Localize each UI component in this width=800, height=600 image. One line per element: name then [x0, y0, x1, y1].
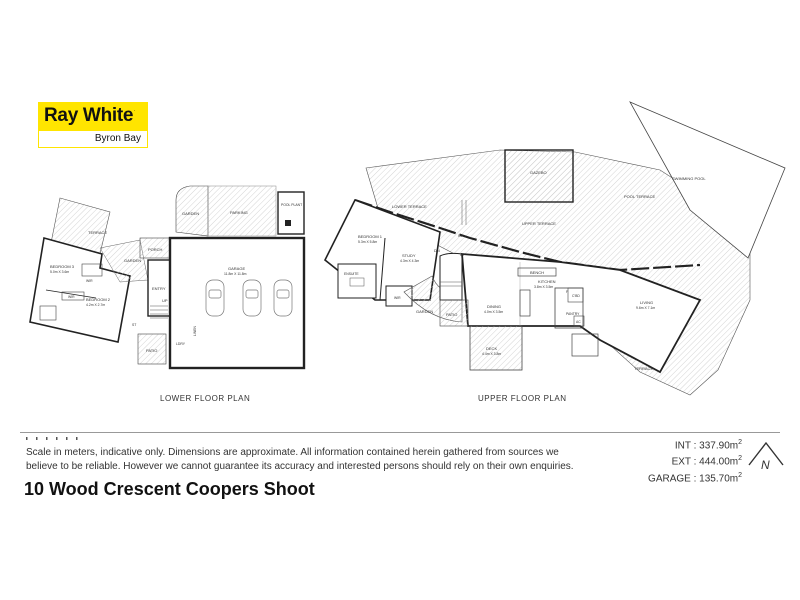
label-study-size: 4.3m X 4.3m — [400, 259, 419, 263]
label-pool-terrace: POOL TERRACE — [624, 194, 655, 199]
area-garage: GARAGE : 135.70m2 — [648, 471, 742, 484]
brand-office: Byron Bay — [94, 133, 141, 144]
label-bedroom3: BEDROOM 3 — [50, 264, 75, 269]
label-lower-wir-a: WIR — [86, 279, 93, 283]
label-deck-size: 4.4m X 3.8m — [482, 352, 501, 356]
label-upper-terrace: UPPER TERRACE — [522, 221, 556, 226]
logo-banner: Ray White . — [38, 102, 148, 130]
label-upper-up1: UP — [458, 233, 464, 238]
label-swimming-pool: SWIMMING POOL — [672, 176, 706, 181]
garage-cars — [205, 279, 293, 317]
disclaimer-line1: Scale in meters, indicative only. Dimens… — [26, 447, 559, 458]
ensuite-room — [337, 263, 377, 299]
label-garage-size: 11.8m X 11.8m — [224, 272, 247, 276]
label-upper-dn: DN — [434, 248, 440, 253]
lower-floor-plan — [29, 185, 306, 370]
label-bedroom3-size: 5.0m X 3.6m — [50, 270, 69, 274]
bench — [517, 267, 557, 277]
upper-floor-caption: UPPER FLOOR PLAN — [478, 394, 567, 403]
label-dining: DINING — [487, 304, 501, 309]
logo-office-strip: Byron Bay — [38, 130, 148, 148]
pool-plant-room — [277, 191, 305, 235]
label-porch: PORCH — [148, 247, 163, 252]
brand-reg-mark: . — [134, 107, 136, 113]
label-pool-plant: POOL PLANT — [281, 203, 302, 207]
property-address: 10 Wood Crescent Coopers Shoot — [24, 479, 315, 499]
label-dining-size: 4.0m X 3.5m — [484, 310, 503, 314]
label-ac: AC — [576, 320, 581, 324]
label-bedroom2-size: 4.2m X 2.7m — [86, 303, 105, 307]
label-lower-terrace-upper: LOWER TERRACE — [392, 204, 427, 209]
label-upper-wir: WIR — [394, 296, 401, 300]
scale-bar — [26, 437, 78, 440]
upper-floor-plan — [323, 101, 786, 396]
lower-floor-caption: LOWER FLOOR PLAN — [160, 394, 251, 403]
label-bench: BENCH — [530, 270, 544, 275]
label-linen: LINEN — [193, 325, 197, 336]
label-upper-terrace-bottom: TERRACE — [634, 366, 653, 371]
upper-stairs — [440, 200, 467, 287]
label-store: ST — [132, 323, 136, 327]
deck-area — [469, 325, 523, 371]
area-summary: INT : 337.90m2 EXT : 444.00m2 GARAGE : 1… — [648, 436, 742, 485]
label-upper-up2: UP — [460, 252, 466, 257]
label-gazebo: GAZEBO — [530, 170, 547, 175]
ray-white-logo: Ray White . Byron Bay — [38, 102, 148, 148]
parking-area — [207, 185, 277, 237]
swimming-pool — [629, 101, 786, 259]
label-bedroom1: BEDROOM 1 — [358, 234, 383, 239]
label-laundry: LDRY — [176, 342, 186, 346]
label-lower-garden-left: GARDEN — [124, 258, 141, 263]
label-kitchen-size: 3.8m X 3.5m — [534, 285, 553, 289]
label-kitchen: KITCHEN — [538, 279, 556, 284]
label-deck: DECK — [486, 346, 497, 351]
lower-stairs — [150, 305, 168, 319]
label-living-size: 9.6m X 7.1m — [636, 306, 655, 310]
label-upper-garden: GARDEN — [416, 309, 433, 314]
label-lower-garden-top: GARDEN — [182, 211, 199, 216]
area-internal: INT : 337.90m2 — [674, 439, 742, 452]
footer-divider — [20, 432, 780, 433]
label-entry: ENTRY — [152, 286, 166, 291]
label-lower-terrace: TERRACE — [88, 230, 107, 235]
area-external: EXT : 444.00m2 — [671, 455, 742, 468]
label-bedroom2: BEDROOM 2 — [86, 297, 111, 302]
north-letter: N — [761, 458, 770, 472]
label-lower-wir-b: WIR — [68, 295, 75, 299]
north-arrow-icon: N — [748, 441, 784, 472]
floor-plan-drawing: TERRACE BEDROOM 3 5.0m X 3.6m WIR WIR BE… — [29, 101, 786, 396]
label-parking: PARKING — [230, 210, 248, 215]
upper-patio-area — [439, 299, 469, 327]
label-f: F — [566, 290, 568, 294]
lower-garden-top-area — [175, 185, 209, 237]
garage-room — [168, 236, 306, 370]
label-living: LIVING — [640, 300, 653, 305]
label-pantry: PANTRY — [566, 312, 580, 316]
label-ensuite: ENSUITE — [344, 272, 359, 276]
label-cbd: C'BD — [572, 294, 580, 298]
label-upper-patio: PATIO — [446, 312, 457, 317]
disclaimer-line2: believe to be reliable. However we canno… — [26, 461, 574, 472]
gazebo-area — [504, 149, 574, 203]
label-bedroom1-size: 5.3m X 5.8m — [358, 240, 377, 244]
brand-name: Ray White — [44, 105, 134, 126]
label-study: STUDY — [402, 253, 416, 258]
label-garage: GARAGE — [228, 266, 245, 271]
disclaimer-text: Scale in meters, indicative only. Dimens… — [26, 446, 586, 474]
kitchen-island — [519, 289, 531, 317]
label-lower-patio: PATIO — [146, 348, 157, 353]
label-lower-up: UP — [162, 298, 168, 303]
lower-patio-area — [137, 333, 167, 365]
